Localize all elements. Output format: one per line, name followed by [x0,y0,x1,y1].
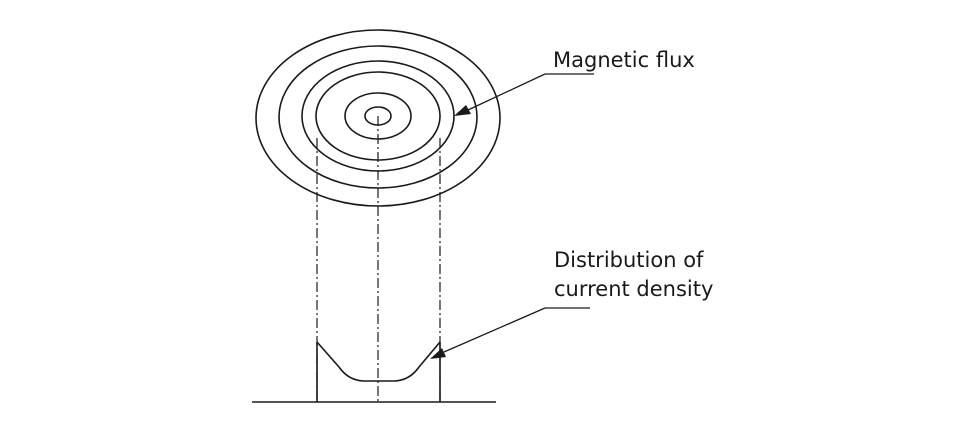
distribution-label-line2: current density [554,277,713,301]
distribution-arrowhead [430,348,446,359]
magnetic-flux-arrowhead [454,105,471,116]
magnetic-flux-pointer-line [467,73,546,111]
density-profile [316,341,441,382]
magnetic-flux-label: Magnetic flux [553,48,695,72]
distribution-label-line1: Distribution of [554,248,704,272]
distribution-leader [430,307,590,359]
magnetic-flux-leader [454,73,594,116]
projection-lines [316,116,441,402]
distribution-pointer-line [443,307,546,353]
